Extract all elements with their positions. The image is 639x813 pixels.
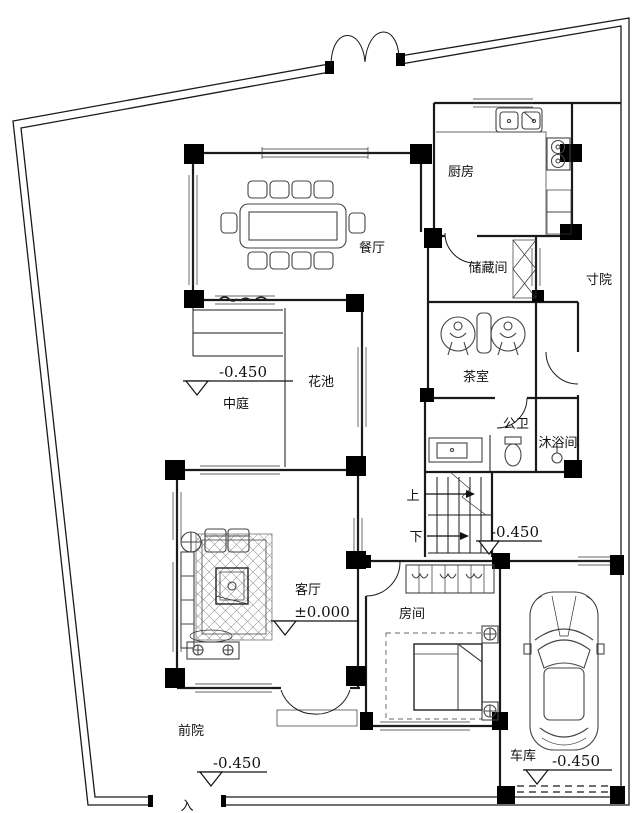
stairs-up-label: 上	[406, 489, 419, 504]
toilet-icon	[504, 436, 522, 467]
main-gate	[325, 31, 405, 74]
storage-shelving	[512, 239, 537, 299]
room-label-shower: 沐浴间	[538, 436, 577, 451]
structural-columns	[165, 144, 625, 804]
room-label-storage: 储藏间	[468, 261, 507, 276]
room-label-garage: 车库	[510, 748, 536, 764]
room-label-living: 客厅	[295, 582, 321, 598]
room-label-front-yard: 前院	[178, 723, 204, 739]
kitchen-counter	[436, 107, 572, 236]
bedroom-furniture	[385, 564, 499, 721]
room-label-courtyard: 中庭	[223, 396, 249, 412]
dining-table-set	[220, 180, 366, 270]
elevation-value: ±0.000	[294, 603, 350, 621]
coffee-table	[215, 567, 249, 605]
room-label-public-wc: 公卫	[503, 417, 529, 432]
room-label-flower-bed: 花池	[308, 374, 334, 390]
wardrobe	[405, 564, 495, 594]
bed	[413, 643, 483, 711]
bedside-table-fan-top	[481, 625, 499, 644]
bedside-table-fan-bottom	[481, 701, 499, 721]
stove-icon	[546, 137, 571, 171]
vanity-sink-icon	[428, 437, 483, 463]
room-label-side-yard: 寸院	[586, 273, 612, 288]
room-label-tea-room: 茶室	[463, 369, 489, 385]
bed-rug-outline	[385, 632, 483, 720]
entrance-mark: 入	[180, 799, 193, 813]
staircase: 上 下	[406, 471, 492, 554]
elevation-value: -0.450	[219, 363, 267, 381]
car-icon	[523, 591, 605, 751]
shower-icon	[551, 446, 563, 464]
elevation-value: -0.450	[213, 754, 261, 772]
elevation-marker-courtyard: -0.450	[183, 363, 293, 396]
windows	[172, 98, 614, 731]
rug	[195, 533, 273, 641]
bathroom-fixtures	[428, 436, 563, 467]
elevation-marker-stairs: -0.450	[476, 523, 542, 555]
garage-door-opening	[517, 785, 610, 793]
room-label-kitchen: 厨房	[448, 164, 474, 180]
tv-cabinet	[186, 629, 240, 660]
elevation-value: -0.450	[552, 752, 600, 770]
elevation-value: -0.450	[491, 523, 539, 541]
room-label-bedroom: 房间	[399, 606, 425, 622]
elevation-marker-living: ±0.000	[271, 603, 359, 636]
room-label-dining: 餐厅	[359, 240, 385, 256]
kitchen-sink-icon	[495, 107, 543, 133]
side-table-icon	[180, 531, 202, 553]
stairs-down-label: 下	[409, 530, 422, 545]
site-boundary-wall	[12, 17, 630, 807]
elevation-marker-front-yard: -0.450	[197, 754, 267, 787]
elevation-marker-garage: -0.450	[523, 752, 612, 785]
living-room-furniture	[180, 528, 273, 660]
tea-room-seats	[440, 312, 526, 356]
doors	[280, 232, 579, 715]
